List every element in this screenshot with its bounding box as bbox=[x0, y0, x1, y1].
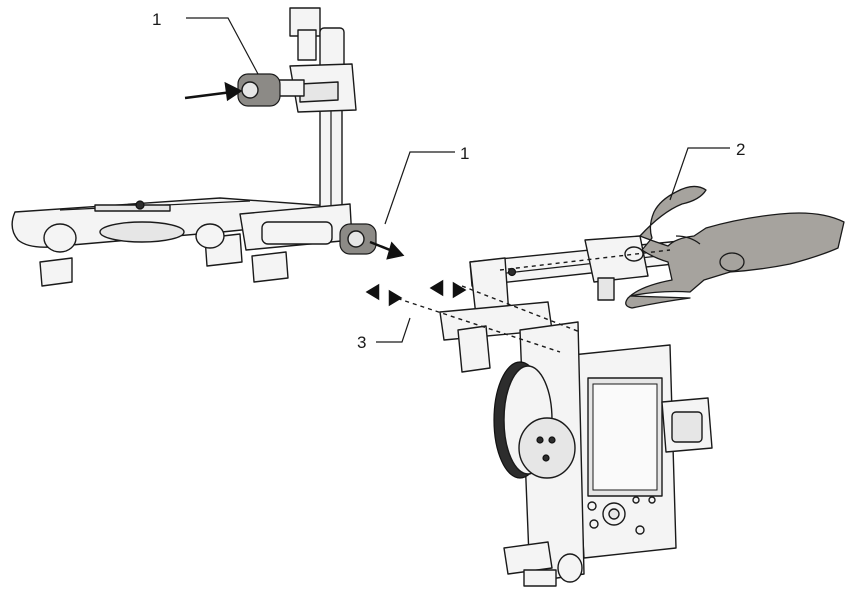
callout-2: 2 bbox=[736, 140, 745, 159]
camera-rig bbox=[439, 235, 713, 587]
foot-left bbox=[39, 257, 73, 287]
arm-end-foot bbox=[597, 277, 615, 301]
post-top-block bbox=[297, 29, 317, 61]
plate-end-ring bbox=[43, 223, 77, 253]
bottom-foot bbox=[523, 569, 557, 587]
guide-arrow-left-b bbox=[388, 289, 403, 307]
leader-2 bbox=[669, 147, 730, 201]
leader-3 bbox=[376, 317, 411, 343]
base-gear bbox=[99, 221, 185, 243]
bracket-assembly bbox=[11, 7, 377, 287]
knob-arrows bbox=[184, 81, 405, 260]
lower-arm bbox=[261, 221, 333, 245]
arrow-lower-knob-head bbox=[386, 241, 405, 260]
alignment-guides bbox=[365, 249, 671, 353]
leader-1-mid bbox=[384, 151, 455, 225]
arrow-upper-knob-head bbox=[224, 81, 243, 102]
plate-screw bbox=[135, 200, 145, 210]
dashed-guide-lower bbox=[389, 295, 561, 353]
hand bbox=[625, 185, 845, 309]
guide-arrow-left-a bbox=[365, 283, 380, 301]
leader-1-top bbox=[186, 17, 259, 75]
plate-slot bbox=[94, 204, 171, 212]
arrow-upper-knob bbox=[184, 90, 233, 100]
base-plate bbox=[11, 197, 331, 248]
clamp-screw bbox=[507, 267, 517, 277]
focus-wheel bbox=[518, 417, 576, 479]
guide-arrow-right-a bbox=[429, 279, 444, 297]
thumb bbox=[719, 252, 745, 272]
bottom-clamp bbox=[503, 541, 553, 575]
dashed-guide-upper bbox=[461, 285, 581, 333]
callout-1-mid: 1 bbox=[460, 144, 469, 163]
guide-arrow-right-b bbox=[452, 281, 467, 299]
side-knob bbox=[195, 223, 225, 249]
callout-3: 3 bbox=[357, 333, 366, 352]
foot-right bbox=[251, 251, 289, 283]
bottom-ring bbox=[557, 553, 583, 583]
upper-knob-stem bbox=[277, 79, 305, 97]
rod-knob bbox=[457, 325, 491, 373]
hand-illustration bbox=[625, 185, 845, 309]
callout-1-top: 1 bbox=[152, 10, 161, 29]
callout-leaders bbox=[186, 17, 730, 343]
